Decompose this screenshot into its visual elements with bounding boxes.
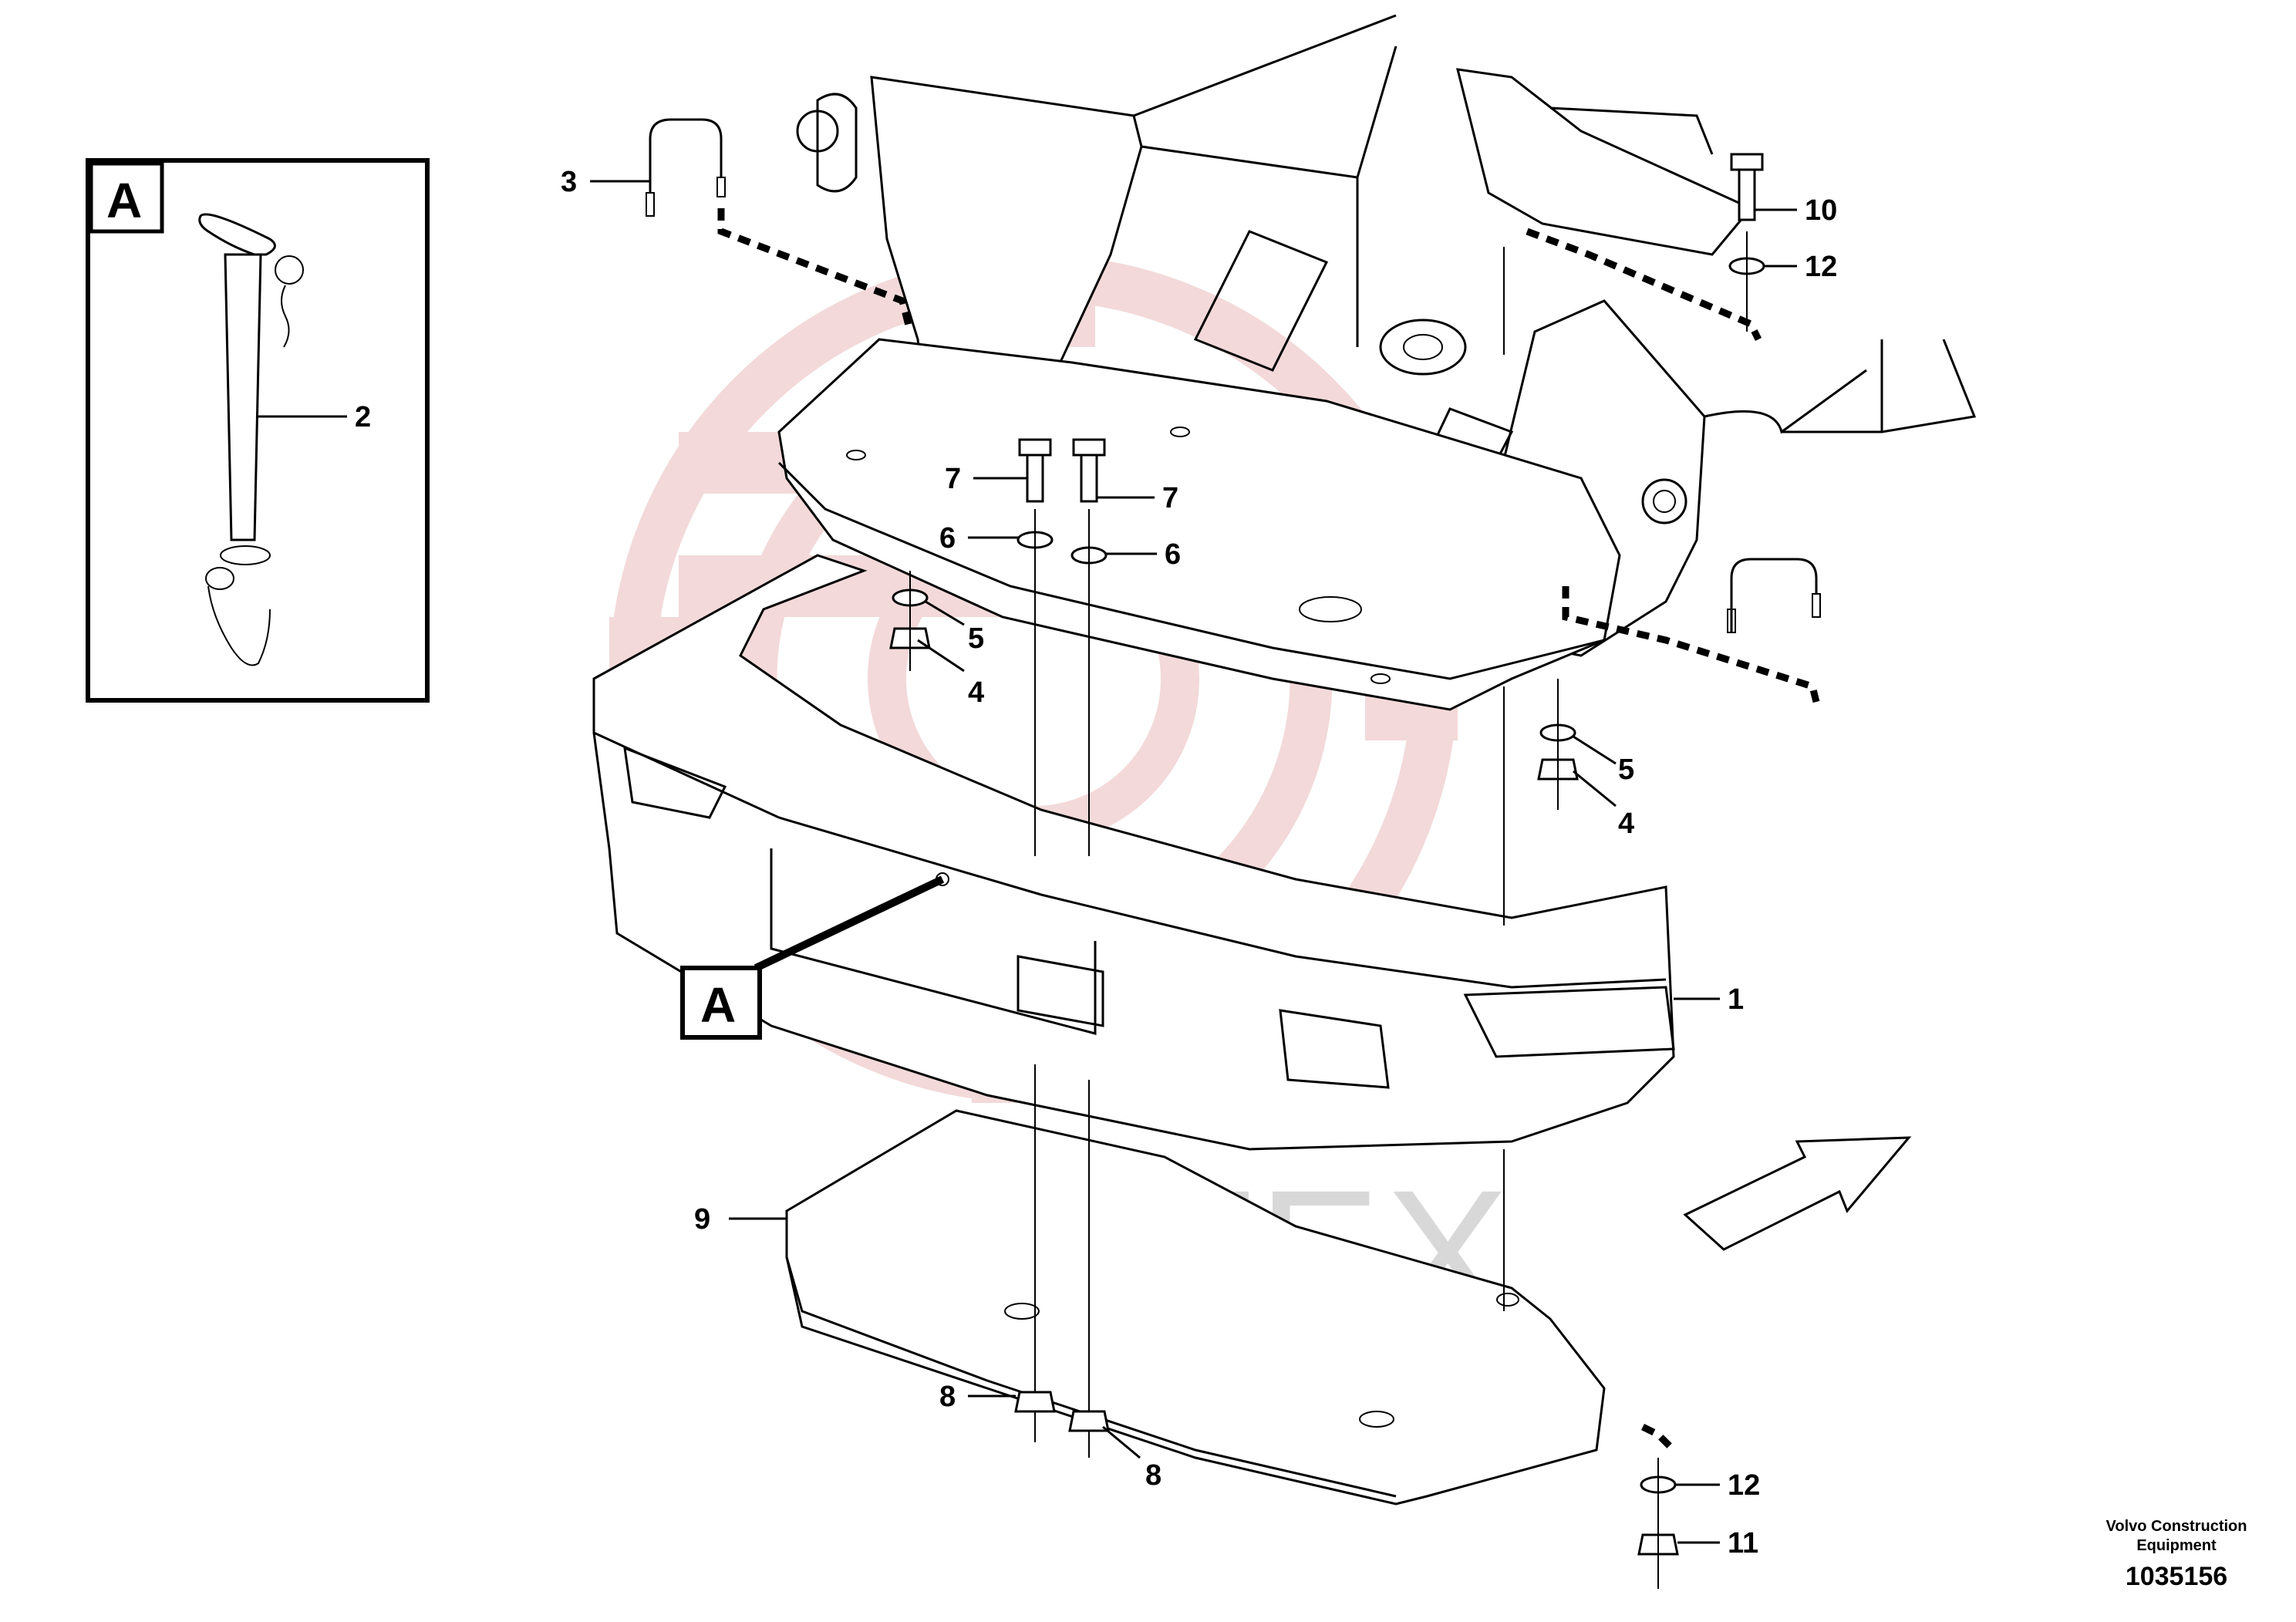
label-11: 11 [1728,1527,1758,1560]
callout-a-leader [754,875,945,972]
label-3: 3 [561,166,577,198]
label-8-right: 8 [1145,1459,1161,1492]
label-4-right: 4 [1618,808,1634,840]
u-bolt-left [646,118,726,217]
detail-label: A [106,173,142,228]
label-9: 9 [694,1203,710,1236]
footer-company-line1: Volvo Construction [2106,1518,2247,1535]
label-5-right: 5 [1618,754,1634,786]
chain-icon [281,285,290,348]
u-bolt-right [1727,558,1821,633]
label-6-right: 6 [1165,538,1181,571]
label-2: 2 [355,401,371,433]
dashed-path-10 [1526,228,1762,342]
nut-8-left [1014,1391,1056,1413]
label-8-left: 8 [939,1381,956,1413]
direction-arrow-icon [1683,1136,1912,1251]
callout-a-box [680,966,762,1040]
label-5-left: 5 [968,622,984,655]
callout-a-label: A [700,977,736,1033]
counterweight-main [592,554,1675,1151]
dashed-path-3 [717,208,914,333]
pin-handle-icon [198,213,276,256]
footer-company-line2: Equipment [2136,1537,2217,1554]
bottom-plate [785,1109,1606,1506]
label-1: 1 [1728,983,1744,1016]
counterweight-top-plate [777,338,1621,711]
footer-drawing-number: 1035156 [2126,1562,2227,1591]
label-4-left: 4 [968,676,984,709]
label-7-left: 7 [945,463,961,495]
pin-body-icon [224,253,262,541]
label-12-bottom: 12 [1728,1469,1760,1502]
dashed-path-11 [1640,1423,1677,1453]
bolt-10 [1730,153,1764,221]
label-6-left: 6 [939,522,956,555]
label-7-right: 7 [1162,482,1178,514]
label-10: 10 [1805,194,1837,227]
label-12-top: 12 [1805,251,1837,283]
detail-view-a: A [86,158,430,703]
dashed-path-u2 [1562,586,1820,703]
